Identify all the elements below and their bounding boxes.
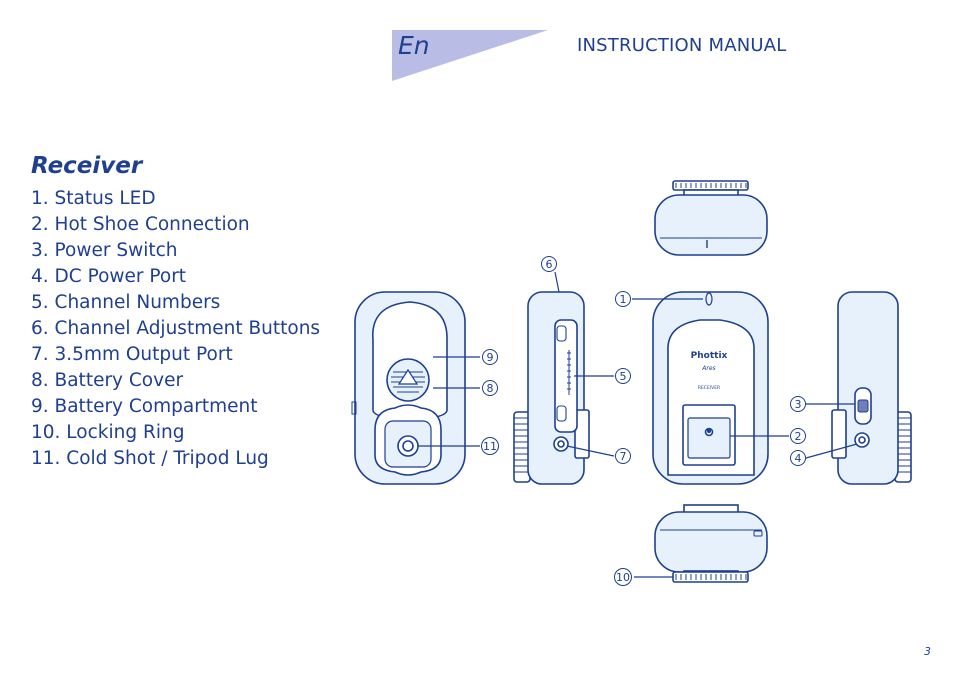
receiver-back-view (351, 291, 466, 485)
manual-title: INSTRUCTION MANUAL (577, 35, 787, 56)
callout-9: 9 (487, 351, 494, 364)
list-item: 2. Hot Shoe Connection (31, 214, 250, 235)
list-item: 6. Channel Adjustment Buttons (31, 318, 321, 339)
callout-4: 4 (795, 452, 802, 465)
language-tab (392, 30, 548, 81)
page-number: 3 (924, 645, 931, 658)
callout-8: 8 (487, 382, 494, 395)
list-item: 4. DC Power Port (31, 266, 187, 287)
list-item: 10. Locking Ring (31, 422, 185, 443)
callout-5: 5 (620, 370, 627, 383)
list-item: 5. Channel Numbers (31, 292, 221, 313)
callout-badges (481, 256, 806, 586)
brand-logo-text: Phottix (691, 351, 728, 361)
callout-3: 3 (795, 398, 802, 411)
list-item: 1. Status LED (31, 188, 156, 209)
section-title: Receiver (31, 153, 143, 179)
callout-2: 2 (795, 430, 802, 443)
parts-list: 1. Status LED 2. Hot Shoe Connection 3. … (31, 186, 320, 472)
list-item: 9. Battery Compartment (31, 396, 258, 417)
callout-6: 6 (546, 258, 553, 271)
receiver-side-view-right (831, 291, 912, 485)
callout-11: 11 (483, 440, 497, 453)
receiver-bottom-view (654, 504, 768, 583)
callout-10: 10 (616, 571, 630, 584)
receiver-side-view-left (513, 291, 590, 485)
callout-leaders (418, 271, 858, 578)
language-label: En (398, 31, 430, 60)
device-label: RECEIVER (698, 385, 720, 391)
model-name: Ares (701, 365, 715, 372)
receiver-diagram: 6 1 2 3 4 5 7 8 9 10 11 Phottix Ares REC… (351, 180, 912, 586)
list-item: 3. Power Switch (31, 240, 178, 261)
callout-7: 7 (620, 450, 627, 463)
list-item: 7. 3.5mm Output Port (31, 344, 233, 365)
list-item: 11. Cold Shot / Tripod Lug (31, 448, 269, 469)
list-item: 8. Battery Cover (31, 370, 184, 391)
callout-1: 1 (620, 293, 627, 306)
receiver-top-view (654, 180, 768, 256)
